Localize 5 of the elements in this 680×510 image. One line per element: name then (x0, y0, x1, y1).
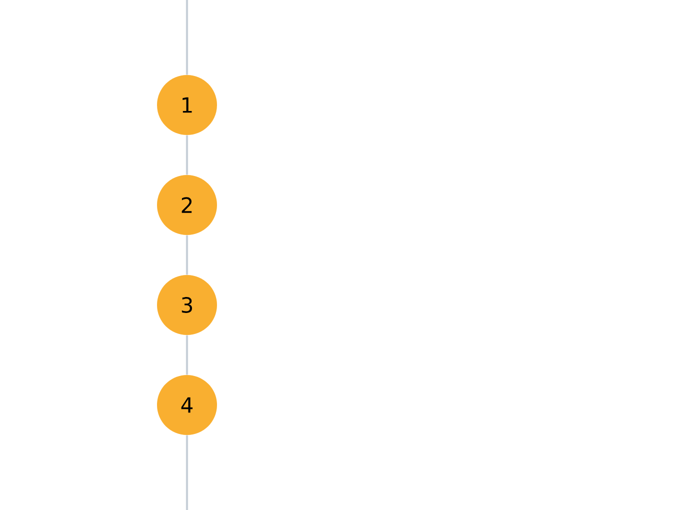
timeline-line (186, 135, 188, 175)
timeline-line (186, 0, 188, 75)
timeline-line (186, 335, 188, 375)
timeline-line (186, 235, 188, 275)
timeline-line (186, 435, 188, 510)
